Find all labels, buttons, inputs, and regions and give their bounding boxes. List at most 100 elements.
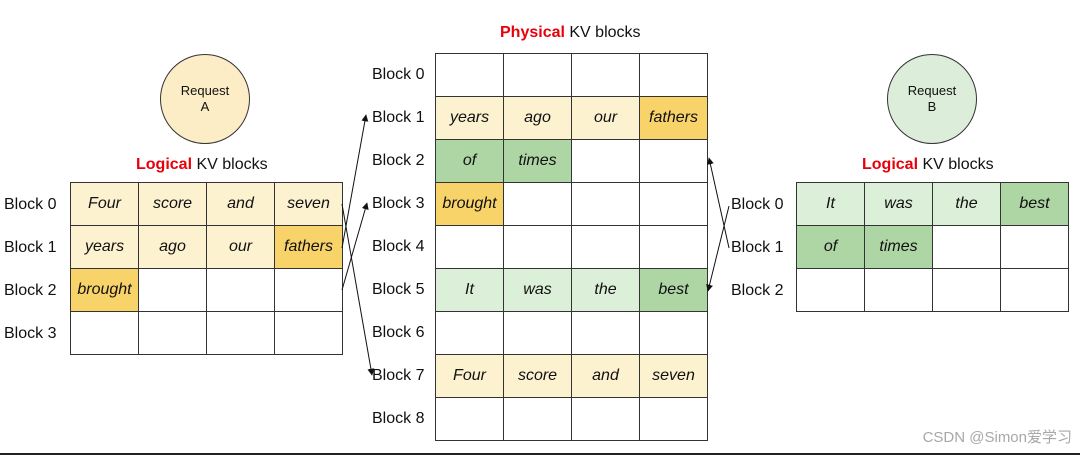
physical-cell <box>504 183 572 226</box>
block-label: Block 8 <box>372 410 425 427</box>
request-b-title-bold: Logical <box>862 156 919 173</box>
physical-cell: best <box>640 269 708 312</box>
request-a-cell <box>207 312 275 355</box>
physical-title: Physical KV blocks <box>500 24 641 42</box>
request-a-cell: brought <box>71 269 139 312</box>
block-label: Block 0 <box>372 66 425 83</box>
request-a-cell <box>139 312 207 355</box>
request-b-cell: It <box>797 183 865 226</box>
request-a-cell: our <box>207 226 275 269</box>
block-label: Block 6 <box>372 324 425 341</box>
request-a-logical-title: Logical KV blocks <box>136 156 268 174</box>
request-a-cell: Four <box>71 183 139 226</box>
physical-cell <box>436 226 504 269</box>
request-a-cell <box>71 312 139 355</box>
physical-cell: seven <box>640 355 708 398</box>
physical-cell: fathers <box>640 97 708 140</box>
request-a-title-rest: KV blocks <box>192 156 268 173</box>
request-b-cell: times <box>865 226 933 269</box>
physical-cell: It <box>436 269 504 312</box>
block-label: Block 2 <box>4 282 57 299</box>
physical-cell: the <box>572 269 640 312</box>
physical-cell <box>436 398 504 441</box>
physical-cell: brought <box>436 183 504 226</box>
physical-cell <box>504 312 572 355</box>
request-b-line2: B <box>927 99 937 114</box>
physical-cell <box>640 398 708 441</box>
physical-cell <box>436 54 504 97</box>
request-b-cell <box>865 269 933 312</box>
request-b-cell: of <box>797 226 865 269</box>
watermark: CSDN @Simon爱学习 <box>922 429 1072 446</box>
request-b-cell: best <box>1001 183 1069 226</box>
block-label: Block 1 <box>4 239 57 256</box>
request-b-line1: Request <box>907 83 957 98</box>
physical-cell: was <box>504 269 572 312</box>
request-b-circle: Request B <box>887 54 977 144</box>
request-a-cell: years <box>71 226 139 269</box>
block-label: Block 1 <box>731 239 784 256</box>
physical-cell <box>640 54 708 97</box>
block-label: Block 1 <box>372 109 425 126</box>
physical-cell: score <box>504 355 572 398</box>
physical-cell: our <box>572 97 640 140</box>
request-b-cell: was <box>865 183 933 226</box>
physical-cell <box>640 312 708 355</box>
request-b-cell <box>1001 269 1069 312</box>
request-b-cell: the <box>933 183 1001 226</box>
request-b-cell <box>933 269 1001 312</box>
physical-cell <box>572 54 640 97</box>
request-a-circle: Request A <box>160 54 250 144</box>
physical-cell: Four <box>436 355 504 398</box>
request-a-cell <box>139 269 207 312</box>
physical-cell <box>436 312 504 355</box>
arrow-a-block2-to-physical-block3 <box>341 202 369 291</box>
request-a-cell <box>207 269 275 312</box>
physical-cell <box>504 226 572 269</box>
request-a-line2: A <box>200 99 210 114</box>
block-label: Block 3 <box>4 325 57 342</box>
request-b-cell <box>797 269 865 312</box>
arrow-a-block1-to-physical-block1 <box>341 114 369 249</box>
block-label: Block 0 <box>731 196 784 213</box>
physical-cell: and <box>572 355 640 398</box>
block-label: Block 4 <box>372 238 425 255</box>
physical-cell <box>504 54 572 97</box>
block-label: Block 2 <box>731 282 784 299</box>
request-b-cell <box>933 226 1001 269</box>
request-a-title-bold: Logical <box>136 156 193 173</box>
block-label: Block 2 <box>372 152 425 169</box>
physical-cell <box>572 312 640 355</box>
request-a-cell: score <box>139 183 207 226</box>
block-label: Block 5 <box>372 281 425 298</box>
physical-cell <box>572 398 640 441</box>
arrow-b-block0-to-physical-block5 <box>706 205 730 292</box>
request-b-cell <box>1001 226 1069 269</box>
request-b-logical-title: Logical KV blocks <box>862 156 994 174</box>
physical-cell <box>572 140 640 183</box>
request-a-cell <box>275 269 343 312</box>
physical-cell <box>572 226 640 269</box>
request-a-cell: ago <box>139 226 207 269</box>
physical-cell <box>572 183 640 226</box>
physical-title-bold: Physical <box>500 24 565 41</box>
arrow-b-block1-to-physical-block2 <box>706 157 730 249</box>
request-a-cell <box>275 312 343 355</box>
block-label: Block 7 <box>372 367 425 384</box>
physical-cell: ago <box>504 97 572 140</box>
arrow-a-block0-to-physical-block7 <box>341 203 375 376</box>
block-label: Block 0 <box>4 196 57 213</box>
block-label: Block 3 <box>372 195 425 212</box>
request-a-line1: Request <box>180 83 230 98</box>
physical-cell: years <box>436 97 504 140</box>
physical-cell <box>640 226 708 269</box>
physical-cell <box>504 398 572 441</box>
physical-cell: of <box>436 140 504 183</box>
request-a-cell: and <box>207 183 275 226</box>
physical-cell: times <box>504 140 572 183</box>
request-b-title-rest: KV blocks <box>918 156 994 173</box>
